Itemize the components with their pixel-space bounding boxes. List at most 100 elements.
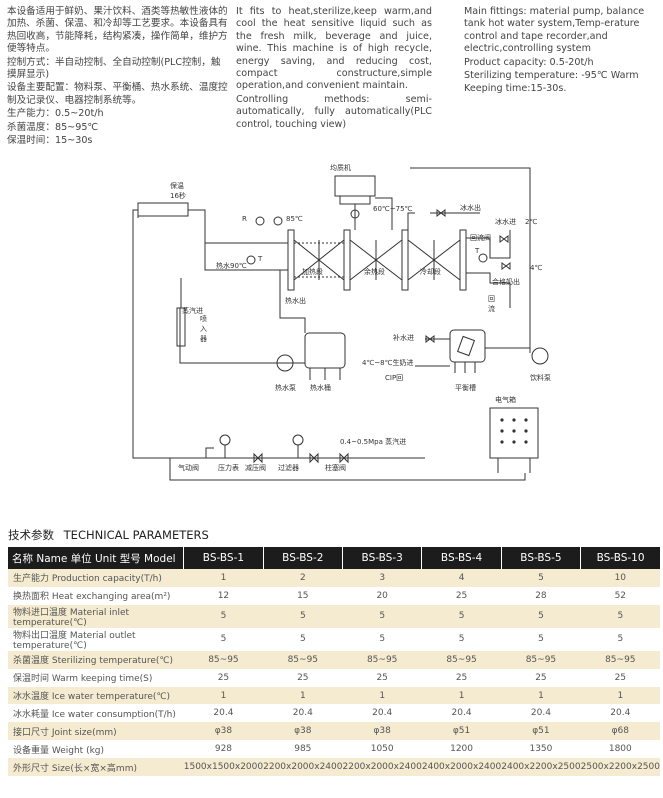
table-cell: 5: [183, 604, 264, 628]
table-cell: 1350: [501, 740, 581, 759]
row-label: 生产能力 Production capacity(T/h): [8, 569, 184, 587]
row-label: 保温时间 Warm keeping time(S): [8, 668, 184, 687]
label-pressure-reducer: 减压阀: [245, 463, 266, 472]
intro-zh-sterilizing: 杀菌温度：85~95℃: [7, 121, 99, 133]
table-cell: 25: [183, 668, 264, 687]
table-cell: 1200: [421, 740, 502, 759]
table-cell: 1800: [580, 740, 660, 759]
label-heating-section: 加热段: [302, 267, 323, 276]
table-cell: 25: [421, 668, 502, 687]
label-insulation: 保温: [170, 181, 184, 190]
hot-water-pump: [276, 354, 294, 372]
table-cell: 25: [580, 668, 660, 687]
table-cell: φ38: [263, 722, 343, 741]
table-cell: φ51: [501, 722, 581, 741]
intro-en-sterilizing: Sterilizing temperature: -95℃ Warm: [464, 70, 639, 82]
pressure-gauge: [219, 434, 231, 446]
label-temp-range: 60℃~75℃: [373, 205, 413, 213]
label-T2: T: [474, 247, 480, 255]
process-flow-diagram: 保温 16秒 均质机 60℃~75℃ 冰水出 冰水进 2℃ 4℃ R 85℃ T…: [132, 163, 551, 481]
intro-zh-capacity: 生产能力：0.5~20t/h: [7, 108, 104, 120]
label-cooling-section: 冷却段: [420, 267, 441, 276]
table-cell: 85~95: [263, 650, 343, 669]
table-cell: 5: [342, 604, 422, 628]
homogenizer: [334, 175, 376, 197]
row-label: 物料进口温度 Material inlet temperature(℃): [8, 604, 184, 628]
label-make-up-water: 补水进: [393, 333, 414, 342]
row-label: 冰水温度 Ice water temperature(℃): [8, 686, 184, 705]
table-cell: 2400x2000x2400: [421, 758, 502, 777]
table-cell: 5: [342, 627, 422, 651]
intro-zh-control: 控制方式：半自动控制、全自动控制(PLC控制，触摸屏显示): [7, 56, 221, 81]
tech-title-en: TECHNICAL PARAMETERS: [63, 528, 209, 542]
row-label: 外形尺寸 Size(长×宽×高mm): [8, 758, 184, 777]
table-cell: 1: [263, 686, 343, 705]
column-header: BS-BS-4: [421, 547, 502, 569]
column-header: BS-BS-1: [183, 547, 264, 569]
row-label: 换热面积 Heat exchanging area(m²): [8, 586, 184, 605]
row-label: 物料出口温度 Material outlet temperature(℃): [8, 627, 184, 651]
label-regen-section: 余热段: [364, 267, 385, 276]
table-cell: 20.4: [263, 704, 343, 723]
table-cell: 2: [263, 569, 343, 587]
label-steam-in: 蒸汽进: [182, 306, 203, 315]
table-cell: 5: [580, 604, 660, 628]
label-ice-water-out: 冰水出: [460, 203, 481, 212]
label-qualified-milk: 合格奶出: [492, 277, 520, 286]
table-cell: φ68: [580, 722, 660, 741]
label-cip-return: CIP回: [385, 374, 403, 382]
table-cell: 1: [580, 686, 660, 705]
intro-chinese: 本设备适用于鲜奶、果汁饮料、酒类等热敏性液体的加热、杀菌、保温、和冷却等工艺要求…: [7, 6, 229, 148]
table-cell: 4: [421, 569, 502, 587]
table-cell: 85~95: [580, 650, 660, 669]
label-temp-4: 4℃: [530, 264, 542, 272]
table-cell: 2400x2200x2500: [501, 758, 581, 777]
label-electric-box: 电气箱: [495, 395, 516, 404]
table-cell: 85~95: [342, 650, 422, 669]
plate-frame-mid1: [343, 229, 351, 291]
table-cell: 20.4: [501, 704, 581, 723]
column-header: 名称 Name 单位 Unit 型号 Model: [8, 547, 185, 569]
table-cell: 5: [501, 604, 581, 628]
table-cell: 5: [263, 604, 343, 628]
intro-zh-keeping: 保温时间：15~30s: [7, 135, 93, 147]
table-cell: 5: [501, 569, 581, 587]
table-cell: 20: [342, 586, 422, 605]
label-insulation-time: 16秒: [170, 191, 186, 200]
tech-params-title: 技术参数 TECHNICAL PARAMETERS: [8, 527, 215, 543]
table-cell: 1: [183, 569, 264, 587]
row-label: 冰水耗量 Ice water consumption(T/h): [8, 704, 184, 723]
table-cell: 20.4: [183, 704, 264, 723]
label-homogenizer: 均质机: [330, 163, 351, 172]
intro-en-control: Controlling methods: semi-automatically,…: [236, 93, 432, 130]
column-header: BS-BS-3: [342, 547, 423, 569]
table-cell: 12: [183, 586, 264, 605]
table-cell: φ38: [342, 722, 422, 741]
table-header-row: 名称 Name 单位 Unit 型号 Model BS-BS-1 BS-BS-2…: [8, 547, 660, 569]
table-cell: 15: [263, 586, 343, 605]
label-steam-pressure: 0.4~0.5Mpa 蒸汽进: [340, 437, 406, 446]
table-cell: 85~95: [183, 650, 264, 669]
column-header: BS-BS-5: [501, 547, 582, 569]
label-return-valve: 回流阀: [470, 233, 491, 242]
hot-water-tank: [304, 332, 346, 369]
intro-en-paragraph: It fits to heat,sterilize,keep warm,and …: [236, 6, 432, 92]
label-raw-milk-in: 4℃~8℃生奶进: [362, 358, 414, 367]
intro-zh-config: 设备主要配置：物料泵、平衡桶、热水系统、温度控制及记录仪、电器控制系统等。: [7, 82, 228, 106]
table-cell: 5: [183, 627, 264, 651]
label-T1: T: [257, 255, 263, 263]
label-filter: 过滤器: [278, 463, 299, 472]
label-balance-tank: 平衡槽: [455, 383, 476, 392]
table-cell: 52: [580, 586, 660, 605]
beverage-pump: [531, 347, 549, 365]
label-injector-1: 喷: [200, 314, 207, 323]
